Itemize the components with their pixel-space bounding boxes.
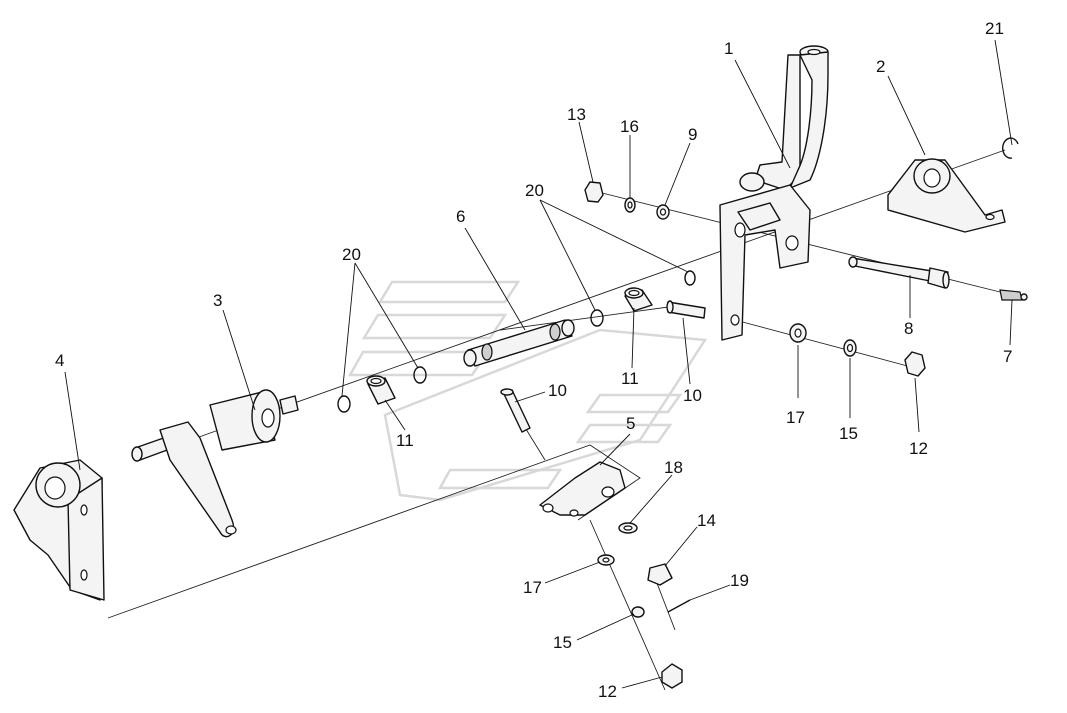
callout-6: 6 bbox=[456, 207, 465, 226]
callout-2: 2 bbox=[876, 57, 885, 76]
callout-4: 4 bbox=[55, 351, 64, 370]
callout-5: 5 bbox=[626, 414, 635, 433]
callout-12-lower: 12 bbox=[598, 682, 617, 701]
callout-18: 18 bbox=[664, 458, 683, 477]
part-18-washer bbox=[618, 522, 638, 534]
callout-10-right: 10 bbox=[683, 386, 702, 405]
leader-lines bbox=[64, 39, 1013, 689]
callout-20-left: 20 bbox=[342, 245, 361, 264]
part-8-pin bbox=[848, 256, 950, 289]
part-19-cotter-pin bbox=[667, 599, 691, 613]
part-4-bearing-bracket bbox=[13, 459, 105, 601]
callout-20-upper: 20 bbox=[525, 181, 544, 200]
part-17-washer-lower bbox=[597, 554, 615, 566]
callout-12-right: 12 bbox=[909, 439, 928, 458]
part-14-castle-nut bbox=[647, 563, 673, 586]
callout-labels: 1 2 21 3 4 6 7 8 13 16 9 20 20 10 10 11 … bbox=[55, 19, 1012, 701]
callout-7: 7 bbox=[1003, 347, 1012, 366]
callout-10-left: 10 bbox=[548, 381, 567, 400]
callout-14: 14 bbox=[697, 511, 716, 530]
watermark-logo bbox=[347, 280, 708, 502]
part-6-shaft bbox=[463, 319, 575, 367]
callout-13: 13 bbox=[567, 105, 586, 124]
callout-9: 9 bbox=[688, 125, 697, 144]
callout-1: 1 bbox=[724, 39, 733, 58]
part-10-pin-left bbox=[500, 388, 531, 433]
part-11-bushing-right bbox=[624, 287, 653, 312]
part-12-nut-right bbox=[904, 351, 926, 377]
part-20-retaining-rings bbox=[337, 270, 696, 413]
part-15-lock-washer-right bbox=[843, 339, 857, 357]
callout-21: 21 bbox=[985, 19, 1004, 38]
callout-17-right: 17 bbox=[786, 408, 805, 427]
part-21-retaining-ring bbox=[1002, 137, 1019, 159]
part-15-lock-washer-lower bbox=[631, 606, 645, 618]
part-3-lever-arm bbox=[131, 389, 299, 538]
part-13-nut bbox=[584, 181, 604, 203]
part-7-grease-nipple bbox=[999, 289, 1028, 301]
part-2-bracket bbox=[887, 158, 1006, 233]
callout-16: 16 bbox=[620, 117, 639, 136]
callout-17-lower: 17 bbox=[523, 578, 542, 597]
part-16-lock-washer bbox=[624, 197, 636, 213]
part-10-pin-right bbox=[666, 300, 706, 319]
part-12-nut-lower bbox=[661, 663, 683, 689]
callout-19: 19 bbox=[730, 571, 749, 590]
callout-15-lower: 15 bbox=[553, 633, 572, 652]
callout-3: 3 bbox=[213, 291, 222, 310]
part-9-washer bbox=[656, 204, 670, 220]
callout-8: 8 bbox=[904, 319, 913, 338]
callout-11-right: 11 bbox=[621, 369, 639, 388]
part-17-washer-right bbox=[789, 323, 807, 343]
part-1-shift-lever bbox=[719, 45, 829, 341]
part-11-bushing-left bbox=[366, 375, 396, 405]
callout-15-right: 15 bbox=[839, 424, 858, 443]
callout-11-left: 11 bbox=[396, 431, 414, 450]
part-5-link-plate bbox=[539, 461, 626, 517]
